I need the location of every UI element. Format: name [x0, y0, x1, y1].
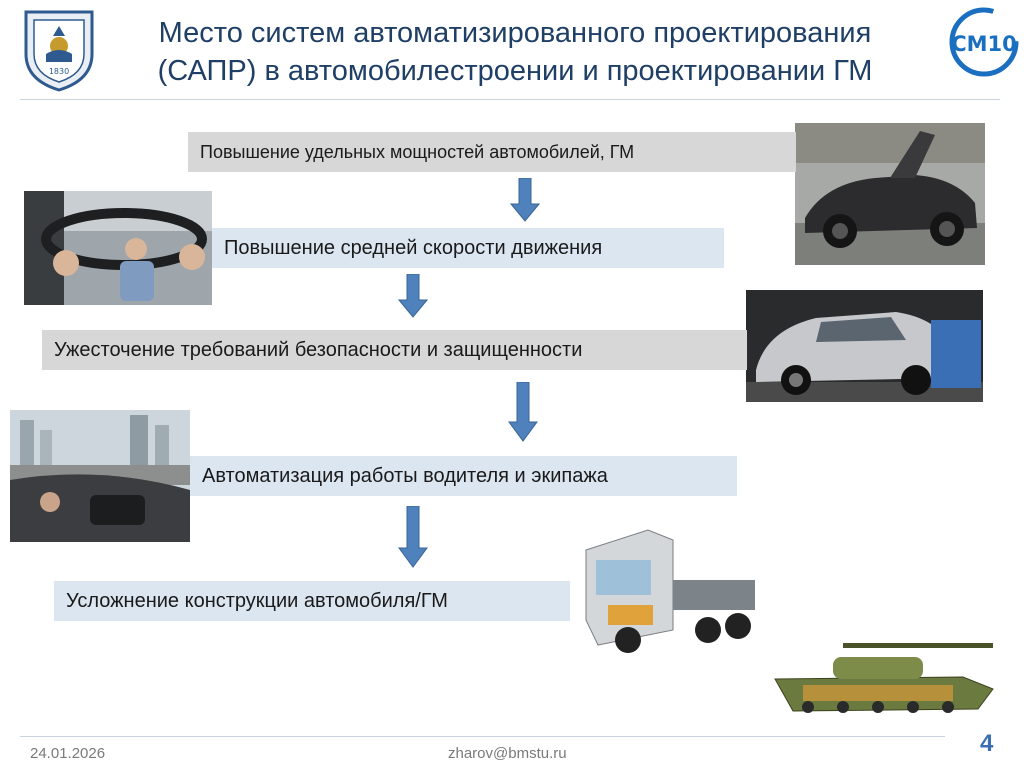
down-arrow-icon: [398, 506, 428, 568]
footer-divider: [20, 736, 945, 737]
header-divider: [20, 99, 1000, 100]
department-logo: СМ10: [948, 6, 1020, 78]
footer-date: 24.01.2026: [30, 745, 106, 762]
down-arrow-icon: [508, 382, 538, 442]
step-3-label: Ужесточение требований безопасности и за…: [54, 338, 583, 361]
down-arrow-icon: [510, 178, 540, 222]
step-2-label: Повышение средней скорости движения: [224, 236, 603, 259]
step-3-box: Ужесточение требований безопасности и за…: [42, 330, 747, 370]
title-line-2: (САПР) в автомобилестроении и проектиров…: [157, 55, 873, 87]
step-1-label: Повышение удельных мощностей автомобилей…: [200, 141, 635, 162]
page-number: 4: [980, 730, 994, 757]
driver-steering-photo: [24, 191, 212, 305]
university-emblem: 1830: [20, 6, 98, 92]
step-5-label: Усложнение конструкции автомобиля/ГМ: [66, 589, 448, 612]
tank-cutaway-photo: [763, 627, 1007, 718]
logo-text: СМ10: [951, 32, 1017, 56]
step-5-box: Усложнение конструкции автомобиля/ГМ: [54, 581, 570, 621]
emblem-year: 1830: [49, 67, 69, 76]
title-line-1: Место систем автоматизированного проекти…: [158, 17, 872, 49]
crash-test-photo: [746, 290, 983, 402]
step-2-box: Повышение средней скорости движения: [212, 228, 724, 268]
step-4-box: Автоматизация работы водителя и экипажа: [190, 456, 737, 496]
down-arrow-icon: [398, 274, 428, 318]
truck-cutaway-photo: [578, 520, 762, 660]
step-1-box: Повышение удельных мощностей автомобилей…: [188, 132, 796, 172]
sports-car-photo: [795, 123, 985, 265]
footer-email: zharov@bmstu.ru: [448, 745, 567, 762]
autonomous-car-photo: [10, 410, 190, 542]
step-4-label: Автоматизация работы водителя и экипажа: [202, 464, 608, 487]
page-title: Место систем автоматизированного проекти…: [110, 14, 920, 90]
